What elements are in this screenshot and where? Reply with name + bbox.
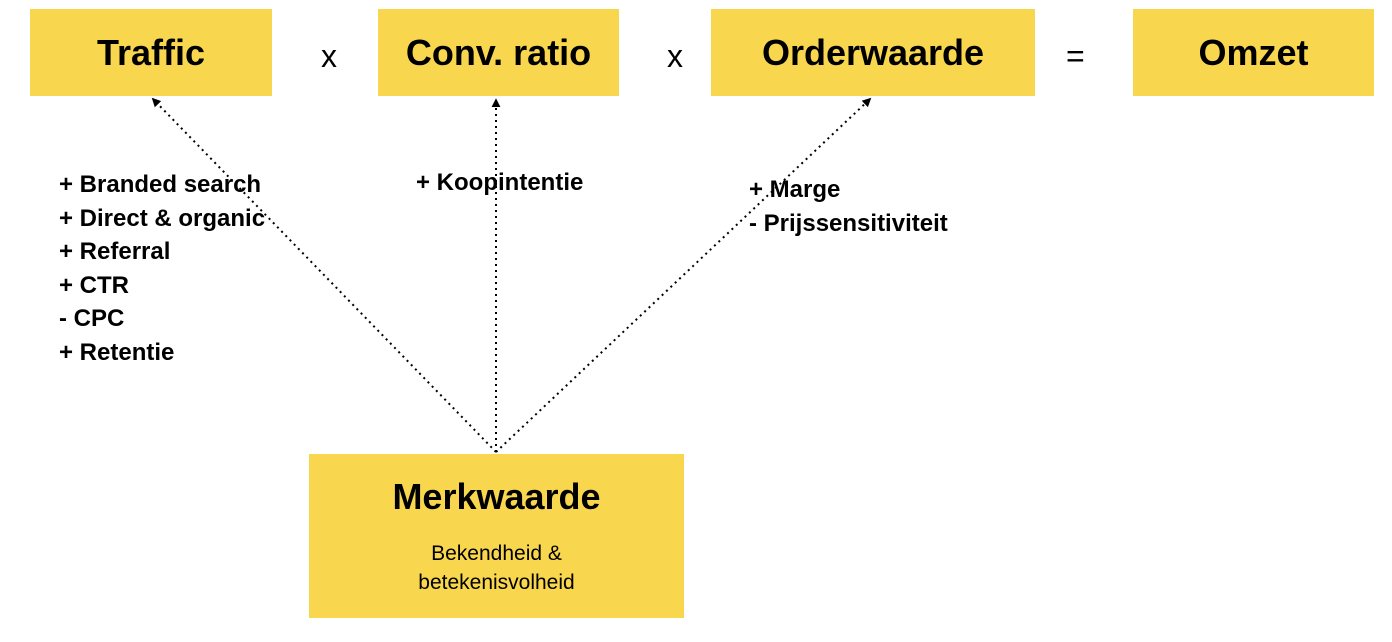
list-item: + CTR [59, 271, 130, 299]
omzet-box: Omzet [1133, 9, 1374, 96]
traffic-label: Traffic [96, 31, 206, 73]
list-item: - CPC [59, 305, 125, 332]
traffic-drivers-list: + Branded search + Direct & organic + Re… [59, 168, 265, 369]
list-item: + Marge [749, 176, 841, 203]
merkwaarde-box: Merkwaarde Bekendheid & betekenisvolheid [309, 454, 684, 618]
list-item: + Direct & organic [59, 204, 266, 232]
orderwaarde-box: Orderwaarde [711, 9, 1035, 96]
multiply-operator-2: x [667, 38, 683, 74]
conversion-drivers-list: + Koopintentie [416, 166, 583, 200]
list-item: + Retentie [59, 338, 175, 366]
list-item: - Prijssensitiviteit [749, 209, 948, 237]
order-value-drivers-list: + Marge - Prijssensitiviteit [749, 173, 948, 240]
equals-operator: = [1066, 38, 1085, 74]
merkwaarde-subtitle: Bekendheid & betekenisvolheid [309, 539, 684, 597]
omzet-label: Omzet [1198, 31, 1309, 73]
orderwaarde-label: Orderwaarde [761, 31, 985, 73]
conv-ratio-box: Conv. ratio [378, 9, 619, 96]
merkwaarde-title: Merkwaarde [392, 476, 601, 517]
arrow-to-traffic [151, 97, 497, 453]
traffic-box: Traffic [30, 9, 272, 96]
arrow-to-orderwaarde [495, 97, 872, 453]
list-item: + Referral [59, 238, 171, 265]
multiply-operator-1: x [321, 38, 337, 74]
list-item: + Branded search [59, 171, 262, 198]
conv-ratio-label: Conv. ratio [405, 31, 592, 73]
subtitle-line: betekenisvolheid [418, 571, 575, 594]
list-item: + Koopintentie [416, 169, 584, 196]
subtitle-line: Bekendheid & [431, 542, 562, 565]
